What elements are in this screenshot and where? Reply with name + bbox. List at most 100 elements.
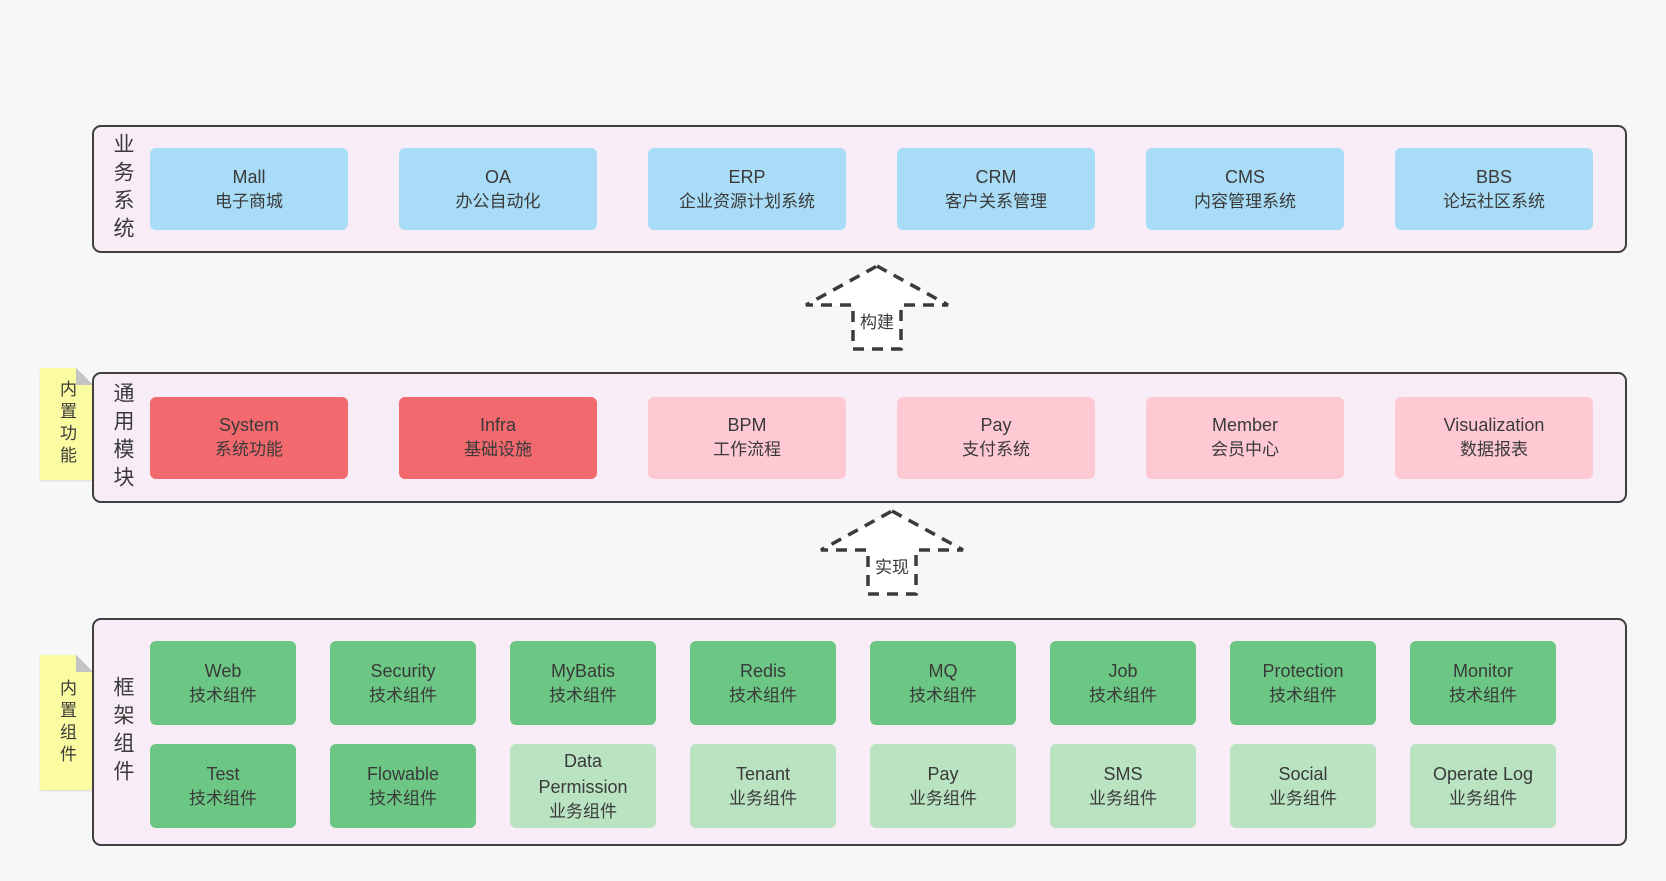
common-modules-row: System 系统功能 Infra 基础设施 BPM 工作流程 Pay 支付系统…	[150, 396, 1593, 479]
box-title: Pay	[927, 763, 959, 784]
box-subtitle: 工作流程	[713, 440, 781, 460]
box-subtitle: 数据报表	[1460, 440, 1528, 460]
arrow-build: 构建	[802, 263, 952, 353]
box-monitor: Monitor 技术组件	[1410, 641, 1556, 725]
box-title: SMS	[1103, 763, 1143, 784]
box-title: Tenant	[735, 763, 791, 784]
box-social: Social 业务组件	[1230, 744, 1376, 828]
box-subtitle: 技术组件	[1089, 685, 1157, 705]
box-pay-business: Pay 业务组件	[870, 744, 1016, 828]
box-title: CRM	[975, 166, 1017, 187]
box-mq: MQ 技术组件	[870, 641, 1016, 725]
box-title: Protection	[1262, 660, 1344, 681]
box-subtitle: 技术组件	[189, 685, 257, 705]
business-systems-row: Mall 电子商城 OA 办公自动化 ERP 企业资源计划系统 CRM 客户关系…	[150, 148, 1593, 230]
box-title: MyBatis	[550, 660, 615, 681]
sticky-note-label: 内置组件	[57, 678, 76, 767]
box-sms: SMS 业务组件	[1050, 744, 1196, 828]
box-title: Operate Log	[1432, 763, 1534, 784]
box-title: BPM	[727, 415, 767, 436]
box-subtitle: 业务组件	[1269, 788, 1337, 808]
box-title: Test	[206, 763, 240, 784]
box-redis: Redis 技术组件	[690, 641, 836, 725]
arrow-implement: 实现	[817, 508, 967, 598]
box-oa: OA 办公自动化	[399, 148, 597, 230]
box-subtitle: 业务组件	[1449, 788, 1517, 808]
box-subtitle: 会员中心	[1211, 440, 1279, 460]
box-data-permission: Data Permission 业务组件	[510, 744, 656, 828]
box-subtitle: 业务组件	[1089, 788, 1157, 808]
box-title: Flowable	[366, 763, 440, 784]
framework-components-row-2: Test 技术组件 Flowable 技术组件 Data Permission …	[150, 744, 1556, 828]
box-subtitle: 技术组件	[189, 788, 257, 808]
box-title: CMS	[1225, 166, 1265, 187]
box-operate-log: Operate Log 业务组件	[1410, 744, 1556, 828]
box-mybatis: MyBatis 技术组件	[510, 641, 656, 725]
box-pay: Pay 支付系统	[897, 396, 1095, 479]
box-subtitle: 业务组件	[909, 788, 977, 808]
box-subtitle: 内容管理系统	[1194, 191, 1296, 211]
box-title: System	[218, 415, 279, 436]
box-system: System 系统功能	[150, 396, 348, 479]
box-title: OA	[484, 166, 511, 187]
box-bbs: BBS 论坛社区系统	[1395, 148, 1593, 230]
box-crm: CRM 客户关系管理	[897, 148, 1095, 230]
box-subtitle: 业务组件	[729, 788, 797, 808]
box-title: Member	[1211, 415, 1278, 436]
box-subtitle: 电子商城	[215, 191, 283, 211]
box-cms: CMS 内容管理系统	[1146, 148, 1344, 230]
box-flowable: Flowable 技术组件	[330, 744, 476, 828]
box-title: ERP	[728, 166, 766, 187]
box-test: Test 技术组件	[150, 744, 296, 828]
box-subtitle: 基础设施	[464, 440, 532, 460]
box-subtitle: 业务组件	[549, 801, 617, 821]
sticky-note-built-in-components: 内置组件	[40, 655, 93, 790]
box-subtitle: 技术组件	[1269, 685, 1337, 705]
box-title: Monitor	[1452, 660, 1514, 681]
arrow-build-label: 构建	[857, 307, 897, 334]
layer-common-modules: 通用模块 System 系统功能 Infra 基础设施 BPM 工作流程 Pay…	[92, 372, 1627, 503]
box-subtitle: 客户关系管理	[945, 191, 1047, 211]
box-subtitle: 技术组件	[909, 685, 977, 705]
layer-side-label: 框架组件	[111, 676, 134, 788]
box-subtitle: 技术组件	[729, 685, 797, 705]
arrow-implement-label: 实现	[872, 552, 912, 579]
box-subtitle: 办公自动化	[455, 191, 541, 211]
box-visualization: Visualization 数据报表	[1395, 396, 1593, 479]
box-title: Data Permission	[538, 750, 628, 797]
sticky-note-built-in-features: 内置功能	[40, 368, 93, 480]
box-subtitle: 论坛社区系统	[1443, 191, 1545, 211]
box-subtitle: 企业资源计划系统	[679, 191, 815, 211]
box-title: Mall	[232, 166, 266, 187]
box-title: Infra	[479, 415, 517, 436]
box-title: Web	[204, 660, 242, 681]
box-title: Security	[370, 660, 436, 681]
box-title: Job	[1108, 660, 1138, 681]
framework-components-row-1: Web 技术组件 Security 技术组件 MyBatis 技术组件 Redi…	[150, 641, 1556, 725]
layer-side-label: 业务系统	[111, 133, 134, 245]
box-web: Web 技术组件	[150, 641, 296, 725]
box-title: Redis	[739, 660, 787, 681]
box-subtitle: 技术组件	[1449, 685, 1517, 705]
layer-side-label: 通用模块	[111, 381, 134, 494]
box-erp: ERP 企业资源计划系统	[648, 148, 846, 230]
layer-business-systems: 业务系统 Mall 电子商城 OA 办公自动化 ERP 企业资源计划系统 CRM…	[92, 125, 1627, 253]
sticky-note-label: 内置功能	[57, 380, 76, 468]
box-mall: Mall 电子商城	[150, 148, 348, 230]
layer-framework-components: 框架组件 Web 技术组件 Security 技术组件 MyBatis 技术组件…	[92, 618, 1627, 846]
box-title: Pay	[980, 415, 1012, 436]
box-subtitle: 系统功能	[215, 440, 283, 460]
box-title: BBS	[1475, 166, 1513, 187]
box-subtitle: 技术组件	[369, 788, 437, 808]
box-title: Social	[1278, 763, 1328, 784]
box-tenant: Tenant 业务组件	[690, 744, 836, 828]
box-title: MQ	[928, 660, 958, 681]
box-subtitle: 技术组件	[549, 685, 617, 705]
box-security: Security 技术组件	[330, 641, 476, 725]
box-subtitle: 支付系统	[962, 440, 1030, 460]
box-infra: Infra 基础设施	[399, 396, 597, 479]
box-subtitle: 技术组件	[369, 685, 437, 705]
box-bpm: BPM 工作流程	[648, 396, 846, 479]
box-job: Job 技术组件	[1050, 641, 1196, 725]
